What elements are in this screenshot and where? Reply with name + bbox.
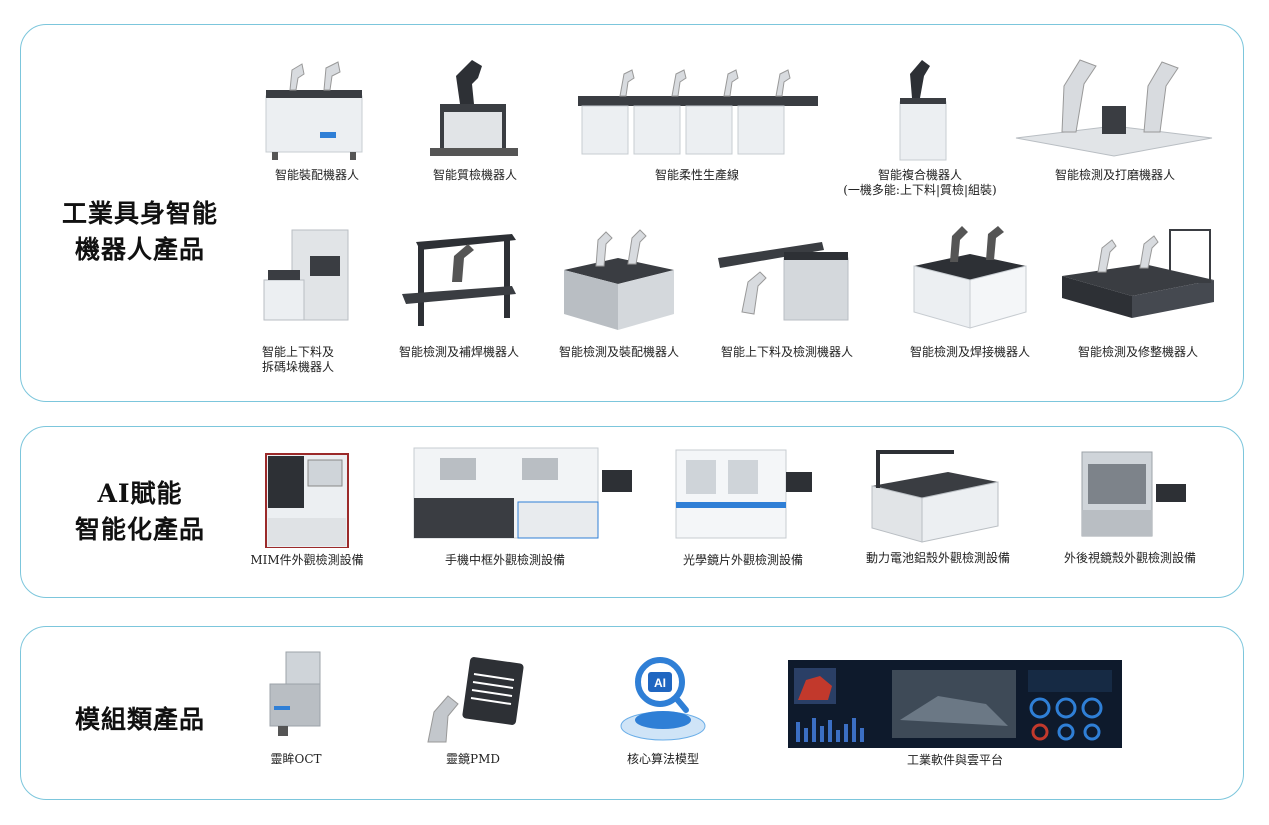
module-section-title: 模組類產品 [74, 705, 205, 734]
pmd-module-image [427, 657, 524, 743]
product-label: 智能檢測及焊接機器人 [909, 345, 1030, 359]
product-label: 智能檢測及補焊機器人 [398, 345, 519, 359]
product-label: 動力電池鋁殼外觀檢測設備 [865, 551, 1010, 565]
product-assembly-robot[interactable]: 智能裝配機器人 [262, 56, 372, 182]
flexible-line-image [578, 69, 818, 155]
industrial-software-dashboard-image [788, 660, 1122, 748]
ai-title-line2: 智能化產品 [74, 515, 205, 544]
product-inspect-weld-robot[interactable]: 智能檢測及焊接機器人 [900, 222, 1040, 364]
product-pmd-module[interactable]: 靈鏡PMD [418, 652, 528, 770]
product-label: 工業軟件與雲平台 [906, 753, 1003, 767]
product-flexible-line[interactable]: 智能柔性生產線 [572, 66, 822, 182]
phone-frame-inspection-image [413, 447, 632, 539]
industrial-robot-panel [20, 24, 1244, 402]
inspect-weld-robot-image [913, 226, 1027, 329]
product-label: 手機中框外觀檢測設備 [444, 553, 565, 567]
product-sublabel: 拆碼垛機器人 [262, 360, 335, 374]
product-optical-lens-inspection[interactable]: 光學鏡片外觀檢測設備 [668, 442, 818, 572]
inspect-trim-robot-image [1062, 229, 1214, 318]
product-label: 智能質檢機器人 [432, 168, 517, 182]
product-label: 智能上下料及 [262, 345, 335, 359]
optical-lens-inspection-image [675, 449, 812, 539]
product-label: 光學鏡片外觀檢測設備 [682, 553, 803, 567]
product-oct-module[interactable]: 靈眸OCT [256, 646, 336, 770]
product-industrial-software-cloud[interactable]: 工業軟件與雲平台 [788, 660, 1122, 770]
product-core-algorithm[interactable]: AI 核心算法模型 [608, 652, 718, 770]
qc-robot-image [430, 60, 518, 156]
product-label: 智能裝配機器人 [274, 168, 359, 182]
battery-shell-inspection-image [871, 450, 999, 543]
product-mim-inspection[interactable]: MIM件外觀檢測設備 [234, 452, 380, 572]
inspect-assembly-robot-image [564, 229, 674, 330]
industrial-title-line2: 機器人產品 [74, 235, 205, 264]
product-label: 智能上下料及檢測機器人 [720, 345, 853, 359]
product-label: 智能檢測及修整機器人 [1077, 345, 1198, 359]
industrial-title-line1: 工業具身智能 [61, 199, 218, 228]
product-qc-robot[interactable]: 智能質檢機器人 [420, 56, 530, 182]
product-loading-palletizing-robot[interactable]: 智能上下料及 拆碼垛機器人 [258, 222, 368, 378]
product-label: 智能複合機器人 [877, 168, 962, 182]
ai-badge-text: AI [654, 676, 666, 690]
industrial-section-title: 工業具身智能 機器人產品 [45, 196, 235, 268]
product-composite-robot[interactable]: 智能複合機器人 (一機多能:上下料|質檢|組裝) [843, 56, 997, 198]
ai-product-panel [20, 426, 1244, 598]
product-label: 智能柔性生產線 [654, 168, 739, 182]
oct-module-image [269, 651, 321, 736]
product-inspect-assembly-robot[interactable]: 智能檢測及裝配機器人 [556, 222, 682, 364]
assembly-robot-image [265, 61, 363, 160]
product-inspect-trim-robot[interactable]: 智能檢測及修整機器人 [1058, 222, 1218, 364]
mim-inspection-image [265, 453, 349, 548]
product-mirror-shell-inspection[interactable]: 外後視鏡殼外觀檢測設備 [1052, 440, 1212, 572]
product-loading-inspect-robot[interactable]: 智能上下料及檢測機器人 [712, 222, 862, 364]
product-label: 智能檢測及裝配機器人 [558, 345, 679, 359]
product-label: 外後視鏡殼外觀檢測設備 [1063, 551, 1196, 565]
product-phone-frame-inspection[interactable]: 手機中框外觀檢測設備 [410, 444, 640, 572]
ai-section-title: AI賦能 智能化產品 [45, 476, 235, 548]
product-label: 靈鏡PMD [446, 752, 500, 766]
composite-robot-image [899, 60, 947, 161]
loading-inspect-robot-image [718, 242, 849, 321]
loading-palletizing-robot-image [263, 229, 349, 321]
product-inspect-repair-weld-robot[interactable]: 智能檢測及補焊機器人 [392, 222, 528, 364]
ai-title-line1: AI賦能 [97, 479, 183, 508]
inspect-grind-robot-image [1015, 59, 1213, 157]
product-battery-shell-inspection[interactable]: 動力電池鋁殼外觀檢測設備 [848, 446, 1028, 572]
product-sublabel: (一機多能:上下料|質檢|組裝) [843, 183, 997, 197]
product-label: 靈眸OCT [270, 752, 322, 766]
core-algorithm-image: AI [620, 657, 706, 741]
inspect-repair-weld-robot-image [402, 234, 516, 326]
product-label: 智能檢測及打磨機器人 [1054, 168, 1175, 182]
product-label: 核心算法模型 [626, 752, 699, 766]
product-inspect-grind-robot[interactable]: 智能檢測及打磨機器人 [1010, 56, 1220, 182]
product-label: MIM件外觀檢測設備 [250, 553, 364, 567]
mirror-shell-inspection-image [1081, 451, 1186, 537]
